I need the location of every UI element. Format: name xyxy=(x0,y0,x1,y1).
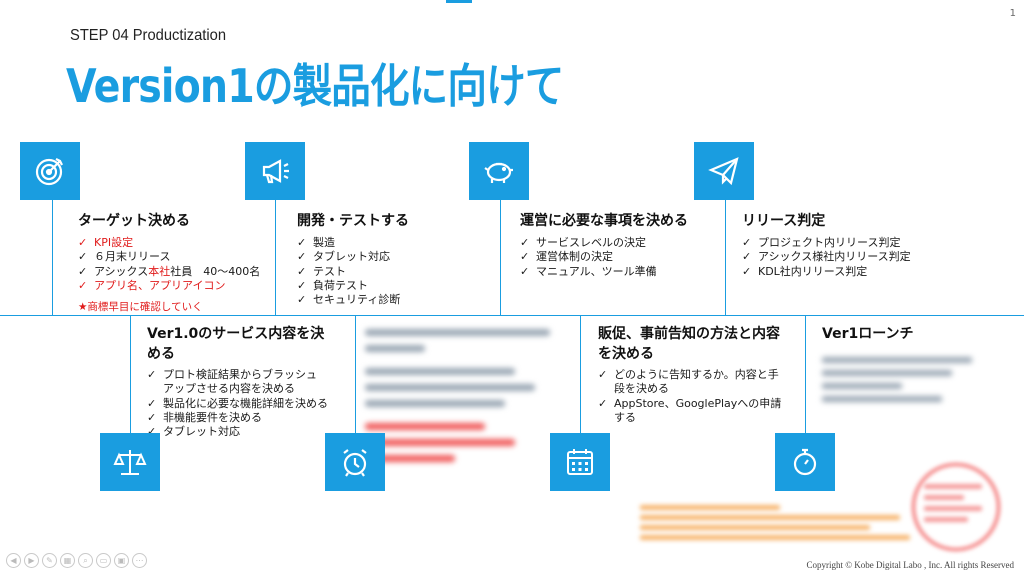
stamp-seal-text xyxy=(924,478,982,530)
megaphone-icon xyxy=(245,142,305,200)
slide-title: Version1の製品化に向けて xyxy=(66,59,564,113)
list-item: ✓非機能要件を決める xyxy=(147,410,262,424)
previous-slide-button[interactable]: ◀ xyxy=(6,553,21,568)
paper-plane-icon xyxy=(694,142,754,200)
milestone-items: ✓製造 ✓タブレット対応 ✓テスト ✓負荷テスト ✓セキュリティ診断 xyxy=(297,236,409,307)
list-item: ✓負荷テスト xyxy=(297,278,368,292)
milestone-target: ターゲット決める ✓KPI設定 ✓６月末リリース ✓アシックス本社社員 40〜4… xyxy=(78,210,260,314)
milestone-heading: 運営に必要な事項を決める xyxy=(520,213,688,229)
milestone-promotion: 販促、事前告知の方法と内容 を決める ✓どのように告知するか。内容と手 段を決め… xyxy=(598,323,781,425)
milestone-heading: 開発・テストする xyxy=(297,213,409,229)
list-item: ✓タブレット対応 xyxy=(147,425,240,439)
list-item: ✓製品化に必要な機能詳細を決める xyxy=(147,396,328,410)
piggy-bank-icon xyxy=(469,142,529,200)
connector-line xyxy=(500,198,501,315)
list-item: ✓KDL社内リリース判定 xyxy=(742,264,868,278)
list-item: ✓マニュアル、ツール準備 xyxy=(520,264,657,278)
milestone-items: ✓プロジェクト内リリース判定 ✓アシックス様社内リリース判定 ✓KDL社内リリー… xyxy=(742,236,911,279)
milestone-heading: リリース判定 xyxy=(742,213,826,229)
milestone-service-content: Ver1.0のサービス内容を決 める ✓プロト検証結果からブラッシュ アップさせ… xyxy=(147,323,328,439)
scale-icon xyxy=(100,433,160,491)
milestone-operations: 運営に必要な事項を決める ✓サービスレベルの決定 ✓運営体制の決定 ✓マニュアル… xyxy=(520,210,688,279)
list-item: ✓AppStore、GooglePlayへの申請 xyxy=(598,396,782,410)
connector-line xyxy=(805,315,806,433)
list-item: ✓アシックス様社内リリース判定 xyxy=(742,250,911,264)
connector-line xyxy=(275,198,276,315)
milestone-dev-test: 開発・テストする ✓製造 ✓タブレット対応 ✓テスト ✓負荷テスト ✓セキュリテ… xyxy=(297,210,409,307)
redacted-notes xyxy=(640,500,920,545)
list-item: ✓アプリ名、アプリアイコン xyxy=(78,278,226,292)
alarm-clock-icon xyxy=(325,433,385,491)
list-item: ✓プロト検証結果からブラッシュ xyxy=(147,368,317,381)
target-icon xyxy=(20,142,80,200)
milestone-heading-line2: を決める xyxy=(598,346,654,362)
list-item: ✓テスト xyxy=(297,264,346,278)
list-item: ✓運営体制の決定 xyxy=(520,250,613,264)
connector-line xyxy=(130,315,131,433)
page-number: 1 xyxy=(1009,8,1016,19)
list-item: ✓プロジェクト内リリース判定 xyxy=(742,236,901,249)
redacted-content xyxy=(365,320,560,490)
calendar-icon xyxy=(550,433,610,491)
camera-button[interactable]: ▣ xyxy=(114,553,129,568)
stopwatch-icon xyxy=(775,433,835,491)
pen-tool-button[interactable]: ✎ xyxy=(42,553,57,568)
step-label: STEP 04 Productization xyxy=(70,27,227,44)
copyright-footer: Copyright © Kobe Digital Labo , Inc. All… xyxy=(806,560,1014,570)
connector-line xyxy=(355,315,356,433)
milestone-items: ✓どのように告知するか。内容と手 段を決める ✓AppStore、GoogleP… xyxy=(598,368,781,425)
milestone-heading-line2: める xyxy=(147,346,175,362)
milestone-launch: Ver1ローンチ xyxy=(822,323,972,409)
list-item: ✓製造 xyxy=(297,236,335,249)
milestone-items: ✓プロト検証結果からブラッシュ アップさせる内容を決める ✓製品化に必要な機能詳… xyxy=(147,368,328,439)
milestone-heading: ターゲット決める xyxy=(78,213,190,229)
milestone-release-decision: リリース判定 ✓プロジェクト内リリース判定 ✓アシックス様社内リリース判定 ✓K… xyxy=(742,210,911,279)
list-item: 段を決める xyxy=(614,382,669,396)
more-options-button[interactable]: ⋯ xyxy=(132,553,147,568)
list-item: ✓セキュリティ診断 xyxy=(297,293,401,307)
milestone-heading: Ver1ローンチ xyxy=(822,326,914,342)
slides-view-button[interactable]: ▦ xyxy=(60,553,75,568)
next-slide-button[interactable]: ▶ xyxy=(24,553,39,568)
zoom-button[interactable]: ⌕ xyxy=(78,553,93,568)
milestone-items: ✓KPI設定 ✓６月末リリース ✓アシックス本社社員 40〜400名 ✓アプリ名… xyxy=(78,236,260,293)
list-item: する xyxy=(614,410,636,424)
connector-line xyxy=(52,198,53,315)
list-item: ✓アシックス本社社員 40〜400名 xyxy=(78,264,261,278)
milestone-items: ✓サービスレベルの決定 ✓運営体制の決定 ✓マニュアル、ツール準備 xyxy=(520,236,688,279)
list-item: ✓どのように告知するか。内容と手 xyxy=(598,368,779,381)
redacted-launch-items xyxy=(822,357,972,402)
timeline-axis xyxy=(0,315,1024,316)
stamp-seal xyxy=(912,463,1000,551)
milestone-heading-line1: Ver1.0のサービス内容を決 xyxy=(147,326,325,342)
slide-progress-marker xyxy=(446,0,472,3)
list-item: ✓タブレット対応 xyxy=(297,250,390,264)
subtitles-button[interactable]: ▭ xyxy=(96,553,111,568)
connector-line xyxy=(725,198,726,315)
list-item: ✓KPI設定 xyxy=(78,236,134,249)
list-item: ✓６月末リリース xyxy=(78,250,171,264)
list-item: ✓サービスレベルの決定 xyxy=(520,236,646,249)
milestone-heading-line1: 販促、事前告知の方法と内容 xyxy=(598,326,780,342)
connector-line xyxy=(580,315,581,433)
trademark-note: ★商標早目に確認していく xyxy=(78,301,203,314)
list-item: アップさせる内容を決める xyxy=(163,382,295,396)
